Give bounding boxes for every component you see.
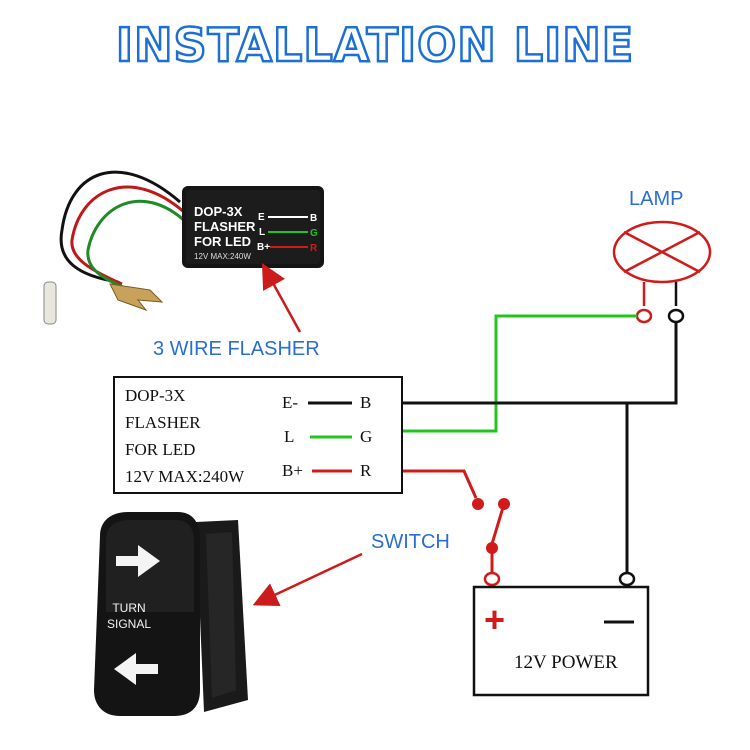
device-line-2: FLASHER xyxy=(194,219,256,234)
box-line-2: FLASHER xyxy=(125,413,201,432)
page-title: INSTALLATION LINE xyxy=(115,17,635,74)
box-line-1: DOP-3X xyxy=(125,386,185,405)
red-wire xyxy=(402,469,478,499)
box-pin-b-plus: B+ xyxy=(282,461,303,480)
box-line-3: FOR LED xyxy=(125,440,195,459)
box-pin-l: L xyxy=(284,427,294,446)
power-label: 12V POWER xyxy=(514,652,618,673)
green-wire xyxy=(402,314,637,433)
device-pin-b-plus: B+ xyxy=(257,242,270,253)
rocker-switch-photo: TURN SIGNAL xyxy=(94,512,248,716)
black-wire-lamp xyxy=(402,322,678,405)
device-line-3: FOR LED xyxy=(194,234,251,249)
switch-label: SWITCH xyxy=(371,531,450,553)
box-wire-b: B xyxy=(360,393,371,412)
switch-symbol xyxy=(472,498,510,587)
flasher-pointer-arrow xyxy=(261,263,302,333)
wire-terminal-fork xyxy=(109,283,164,312)
flasher-photo-label: 3 WIRE FLASHER xyxy=(153,338,320,360)
box-wire-g: G xyxy=(360,427,372,446)
device-pin-e: E xyxy=(258,212,265,223)
box-line-4: 12V MAX:240W xyxy=(125,467,245,486)
lamp-label: LAMP xyxy=(629,188,684,210)
switch-text-turn: TURN xyxy=(112,601,145,615)
battery-minus-sign: — xyxy=(604,604,634,637)
left-arrow-icon xyxy=(114,653,158,685)
device-wire-b: B xyxy=(310,213,317,224)
battery: + — 12V POWER xyxy=(472,571,650,697)
wire-terminal-pin xyxy=(43,281,57,325)
lamp-symbol xyxy=(612,220,712,324)
flasher-photo: DOP-3X FLASHER FOR LED 12V MAX:240W E L … xyxy=(43,170,324,325)
device-pin-l: L xyxy=(259,227,265,238)
right-arrow-icon xyxy=(116,545,160,577)
device-line-4: 12V MAX:240W xyxy=(194,252,251,261)
battery-plus-sign: + xyxy=(484,599,505,640)
switch-text-signal: SIGNAL xyxy=(107,617,151,631)
device-wire-g: G xyxy=(310,228,318,239)
device-wire-r: R xyxy=(310,243,318,254)
flasher-box: DOP-3X FLASHER FOR LED 12V MAX:240W E- B… xyxy=(113,376,403,494)
device-line-1: DOP-3X xyxy=(194,204,243,219)
box-wire-r: R xyxy=(360,461,372,480)
switch-pointer-arrow xyxy=(252,552,363,607)
box-pin-e-minus: E- xyxy=(282,393,298,412)
